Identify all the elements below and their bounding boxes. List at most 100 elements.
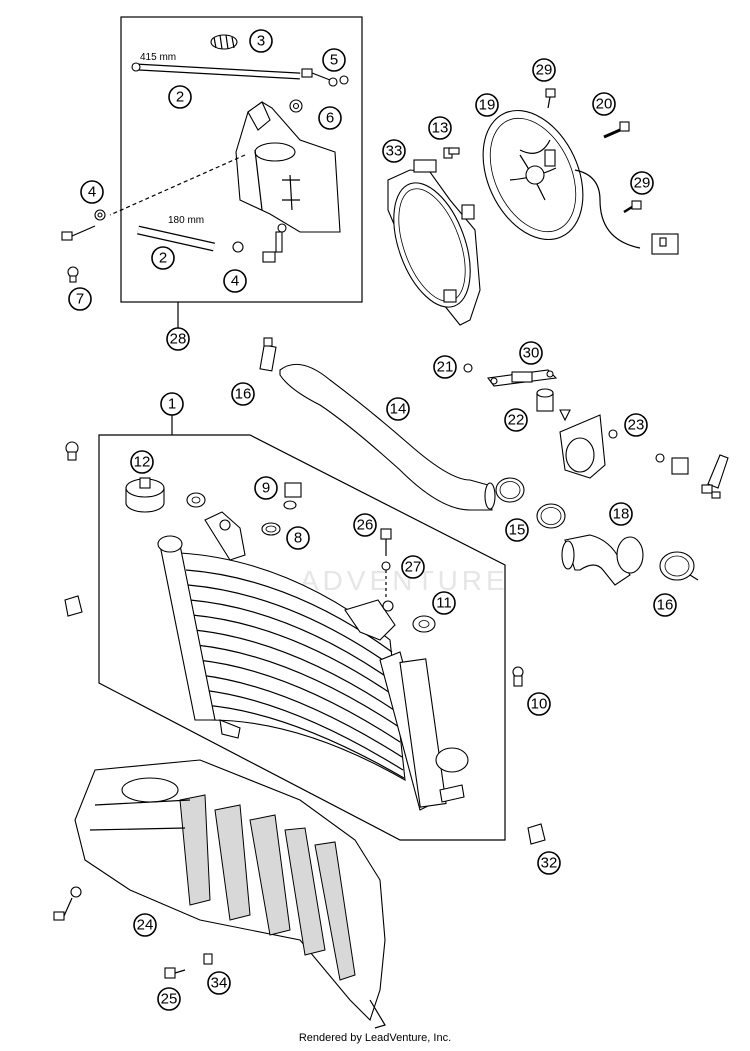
callout-21: 21 (433, 355, 457, 379)
screw-part-7 (67, 266, 79, 283)
radiator-fins (185, 569, 405, 779)
kit-28-frame (120, 16, 363, 303)
radiator-part (157, 511, 469, 811)
callout-29-right: 29 (630, 171, 654, 195)
callout-13: 13 (428, 116, 452, 140)
callout-2-long-hose: 2 (168, 85, 192, 109)
svg-text:27: 27 (405, 559, 422, 576)
svg-text:16: 16 (235, 386, 252, 403)
svg-text:3: 3 (257, 33, 265, 50)
mount-bracket-part (655, 453, 729, 499)
svg-text:4: 4 (231, 273, 239, 290)
bolt-part-26 (380, 528, 392, 556)
callout-30: 30 (519, 341, 543, 365)
svg-text:5: 5 (330, 52, 338, 69)
nut-part-6 (289, 99, 303, 113)
screw-part-10 (512, 666, 524, 687)
hose-clamp-part-15 (495, 477, 525, 503)
expansion-tank-part (235, 101, 341, 233)
screw-part-guard (53, 886, 82, 921)
sensor-part-16 (259, 337, 277, 372)
callout-24: 24 (133, 913, 157, 937)
hose-clip-part (232, 223, 287, 263)
svg-text:18: 18 (613, 506, 630, 523)
svg-text:2: 2 (159, 250, 167, 267)
grommet-part-left (65, 441, 79, 461)
screw-part-4 (61, 209, 106, 241)
callout-1: 1 (160, 392, 184, 416)
svg-text:14: 14 (390, 401, 407, 418)
svg-text:15: 15 (509, 522, 526, 539)
callout-8: 8 (286, 526, 310, 550)
screw-part-25 (164, 967, 186, 979)
render-credit: Rendered by LeadVenture, Inc. (298, 1032, 452, 1044)
callout-12: 12 (130, 450, 154, 474)
spring-nut-part-32 (527, 823, 546, 845)
o-ring-part-8 (261, 522, 281, 536)
radiator-guard-part (74, 759, 386, 1029)
svg-text:30: 30 (523, 345, 540, 362)
callout-5: 5 (322, 48, 346, 72)
callout-3: 3 (249, 29, 273, 53)
callout-2-short-hose: 2 (151, 246, 175, 270)
svg-text:16: 16 (657, 597, 674, 614)
callout-6: 6 (318, 106, 342, 130)
callout-25: 25 (157, 987, 181, 1011)
callout-33: 33 (382, 139, 406, 163)
callout-4-left: 4 (80, 180, 104, 204)
svg-text:1: 1 (168, 396, 176, 413)
fan-shroud-part (387, 159, 481, 326)
callout-23: 23 (624, 413, 648, 437)
seal-ring-part-left (186, 492, 206, 508)
svg-text:23: 23 (628, 417, 645, 434)
radiator-cap-part (125, 477, 165, 513)
svg-text:34: 34 (211, 975, 228, 992)
rubber-mount-part-22 (536, 388, 571, 422)
callout-11: 11 (432, 591, 456, 615)
spring-clamp-part (210, 34, 238, 50)
callout-9: 9 (254, 476, 278, 500)
callout-20: 20 (592, 92, 616, 116)
callout-10: 10 (527, 692, 551, 716)
svg-text:9: 9 (262, 480, 270, 497)
svg-text:32: 32 (541, 855, 558, 872)
callout-16-sensor: 16 (231, 382, 255, 406)
svg-text:33: 33 (386, 143, 403, 160)
long-hose-part (131, 62, 301, 80)
hose-clamp-part-16b (659, 551, 699, 581)
svg-text:24: 24 (137, 917, 154, 934)
svg-text:25: 25 (161, 991, 178, 1008)
hose-clamp-part-15b (536, 503, 566, 529)
short-hose-part (137, 225, 215, 252)
plate-part-23 (559, 414, 618, 479)
seal-ring-part-11 (412, 615, 436, 633)
svg-text:29: 29 (536, 62, 553, 79)
svg-text:28: 28 (170, 331, 187, 348)
callout-27: 27 (401, 555, 425, 579)
radiator-group-frame (98, 434, 506, 841)
svg-text:2: 2 (176, 89, 184, 106)
cooling-fan-part (482, 109, 679, 255)
temp-sensor-part-9 (283, 482, 302, 510)
callout-28: 28 (166, 327, 190, 351)
callout-22: 22 (504, 408, 528, 432)
clip-part-5 (301, 68, 349, 87)
svg-text:12: 12 (134, 454, 151, 471)
callout-7: 7 (68, 287, 92, 311)
bracket-part-30 (486, 369, 558, 387)
bolt-part-20 (603, 121, 630, 139)
spring-nut-part-left (64, 595, 83, 617)
callout-34: 34 (207, 971, 231, 995)
callout-18: 18 (609, 502, 633, 526)
svg-text:19: 19 (479, 97, 496, 114)
callout-32: 32 (537, 851, 561, 875)
svg-text:22: 22 (508, 412, 525, 429)
nut-part-21 (463, 363, 473, 373)
svg-text:4: 4 (88, 184, 96, 201)
screw-part-29a (545, 88, 556, 109)
svg-text:21: 21 (437, 359, 454, 376)
short-hose-length: 180 mm (168, 215, 204, 226)
screw-part-29b (623, 200, 642, 214)
svg-text:20: 20 (596, 96, 613, 113)
